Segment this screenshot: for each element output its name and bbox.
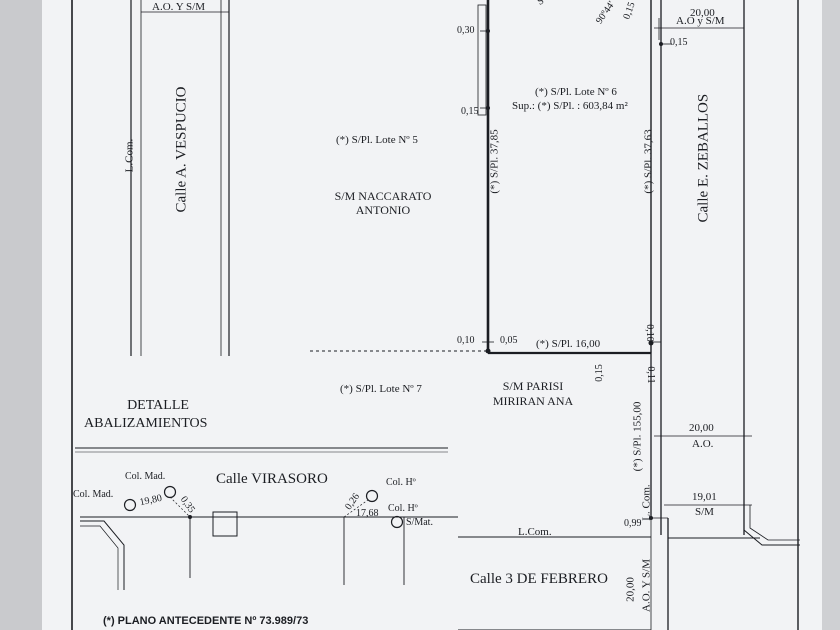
street-zeballos: Calle E. ZEBALLOS <box>695 93 712 223</box>
detail-corner-left-2 <box>80 525 119 590</box>
marker-dot-5 <box>649 516 653 520</box>
naccarato-line2: ANTONIO <box>355 203 411 217</box>
street-virasoro: Calle VIRASORO <box>216 471 328 487</box>
col-mad-left-marker <box>123 498 137 512</box>
ao-y-sm-bottom: A.O. Y S/M <box>640 559 653 612</box>
lote6-east-length: (*) S/Pl. 37,63 <box>642 129 655 194</box>
measure-0-30: 0,30 <box>457 25 475 36</box>
measure-0-15-a: 0,15 <box>461 106 479 117</box>
measure-0-15-d: 0,15 <box>670 37 688 48</box>
detail-square-marker <box>212 511 238 537</box>
detail-col-mad-left: Col. Mad. <box>73 489 114 500</box>
street-febrero: Calle 3 DE FEBRERO <box>470 571 608 587</box>
lote5-label: (*) S/Pl. Lote Nº 5 <box>336 134 418 146</box>
left-shadow <box>0 0 42 630</box>
right-shadow <box>822 0 840 630</box>
lote6-south-length: (*) S/Pl. 16,00 <box>536 338 601 350</box>
measure-20-top: 20,00 <box>690 7 715 19</box>
marker-dot-7 <box>188 515 192 519</box>
marker-dot-3 <box>648 340 654 346</box>
detail-s-mat: S/Mat. <box>406 517 433 528</box>
col-h-bottom-marker <box>390 515 404 529</box>
measure-20-mid: 20,00 <box>689 422 714 434</box>
detail-col-mad-top: Col. Mad. <box>125 471 166 482</box>
corner-chamfer-right <box>743 505 800 546</box>
measure-0-11: 0,11 <box>645 366 656 384</box>
plano-antecedente-note: (*) PLANO ANTECEDENTE Nº 73.989/73 <box>103 615 309 627</box>
measure-0-05: 0,05 <box>500 335 518 346</box>
parisi-line2: MIRIRAN ANA <box>492 394 574 408</box>
detail-dim-0-26 <box>343 499 369 518</box>
measure-20-bottom: 20,00 <box>624 577 637 602</box>
measure-0-10: 0,10 <box>457 335 475 346</box>
marker-dot-1 <box>486 29 490 33</box>
measure-0-10-v: 0,10 <box>644 324 655 342</box>
street-vespucio: Calle A. VESPUCIO <box>173 86 190 213</box>
measure-0-15-b: 0,15 <box>594 364 605 382</box>
detail-title-1: DETALLE <box>127 398 189 413</box>
ao-y-sm-right: A.O y S/M <box>676 15 725 27</box>
paper-sheet <box>42 0 822 630</box>
vespucio-ao-label: A.O. Y S/M <box>152 1 205 13</box>
l-com-left: L.Com. <box>123 138 136 173</box>
marker-dot-2 <box>486 106 490 110</box>
detail-17-68: 17,68 <box>356 508 379 519</box>
marker-dot-6 <box>659 42 663 46</box>
naccarato-line1: S/M NACCARATO <box>334 189 432 203</box>
lote6-label: (*) S/Pl. Lote Nº 6 <box>535 86 617 98</box>
parisi-line1: S/M PARISI <box>502 379 564 393</box>
detail-dim-0-35 <box>169 496 191 518</box>
col-h-top-marker <box>365 489 379 503</box>
detail-col-h-bottom: Col. Hº <box>388 503 418 514</box>
detail-col-h-top: Col. Hº <box>386 477 416 488</box>
corner-chamfer-right-2 <box>749 505 800 541</box>
marker-dot-4 <box>485 348 491 354</box>
sm-mid: S/M <box>695 506 714 518</box>
lote6-west-length: (*) S/Pl. 37,85 <box>488 129 501 194</box>
col-mad-top-marker <box>163 485 177 499</box>
l-com-horizontal: L.Com. <box>518 526 552 538</box>
measure-0-99: 0,99 <box>624 518 642 529</box>
long-length: (*) S/Pl. 155,00 <box>631 401 644 472</box>
l-com-vertical: L. Com. <box>640 484 653 521</box>
ao-mid: A.O. <box>692 438 714 450</box>
measure-19-01: 19,01 <box>692 491 717 503</box>
detail-corner-left <box>80 520 125 590</box>
lote7-label: (*) S/Pl. Lote Nº 7 <box>340 383 422 395</box>
lote6-offset-strip <box>477 4 487 116</box>
detail-title-2: ABALIZAMIENTOS <box>84 416 208 431</box>
lote6-surface: Sup.: (*) S/Pl. : 603,84 m² <box>512 100 628 112</box>
